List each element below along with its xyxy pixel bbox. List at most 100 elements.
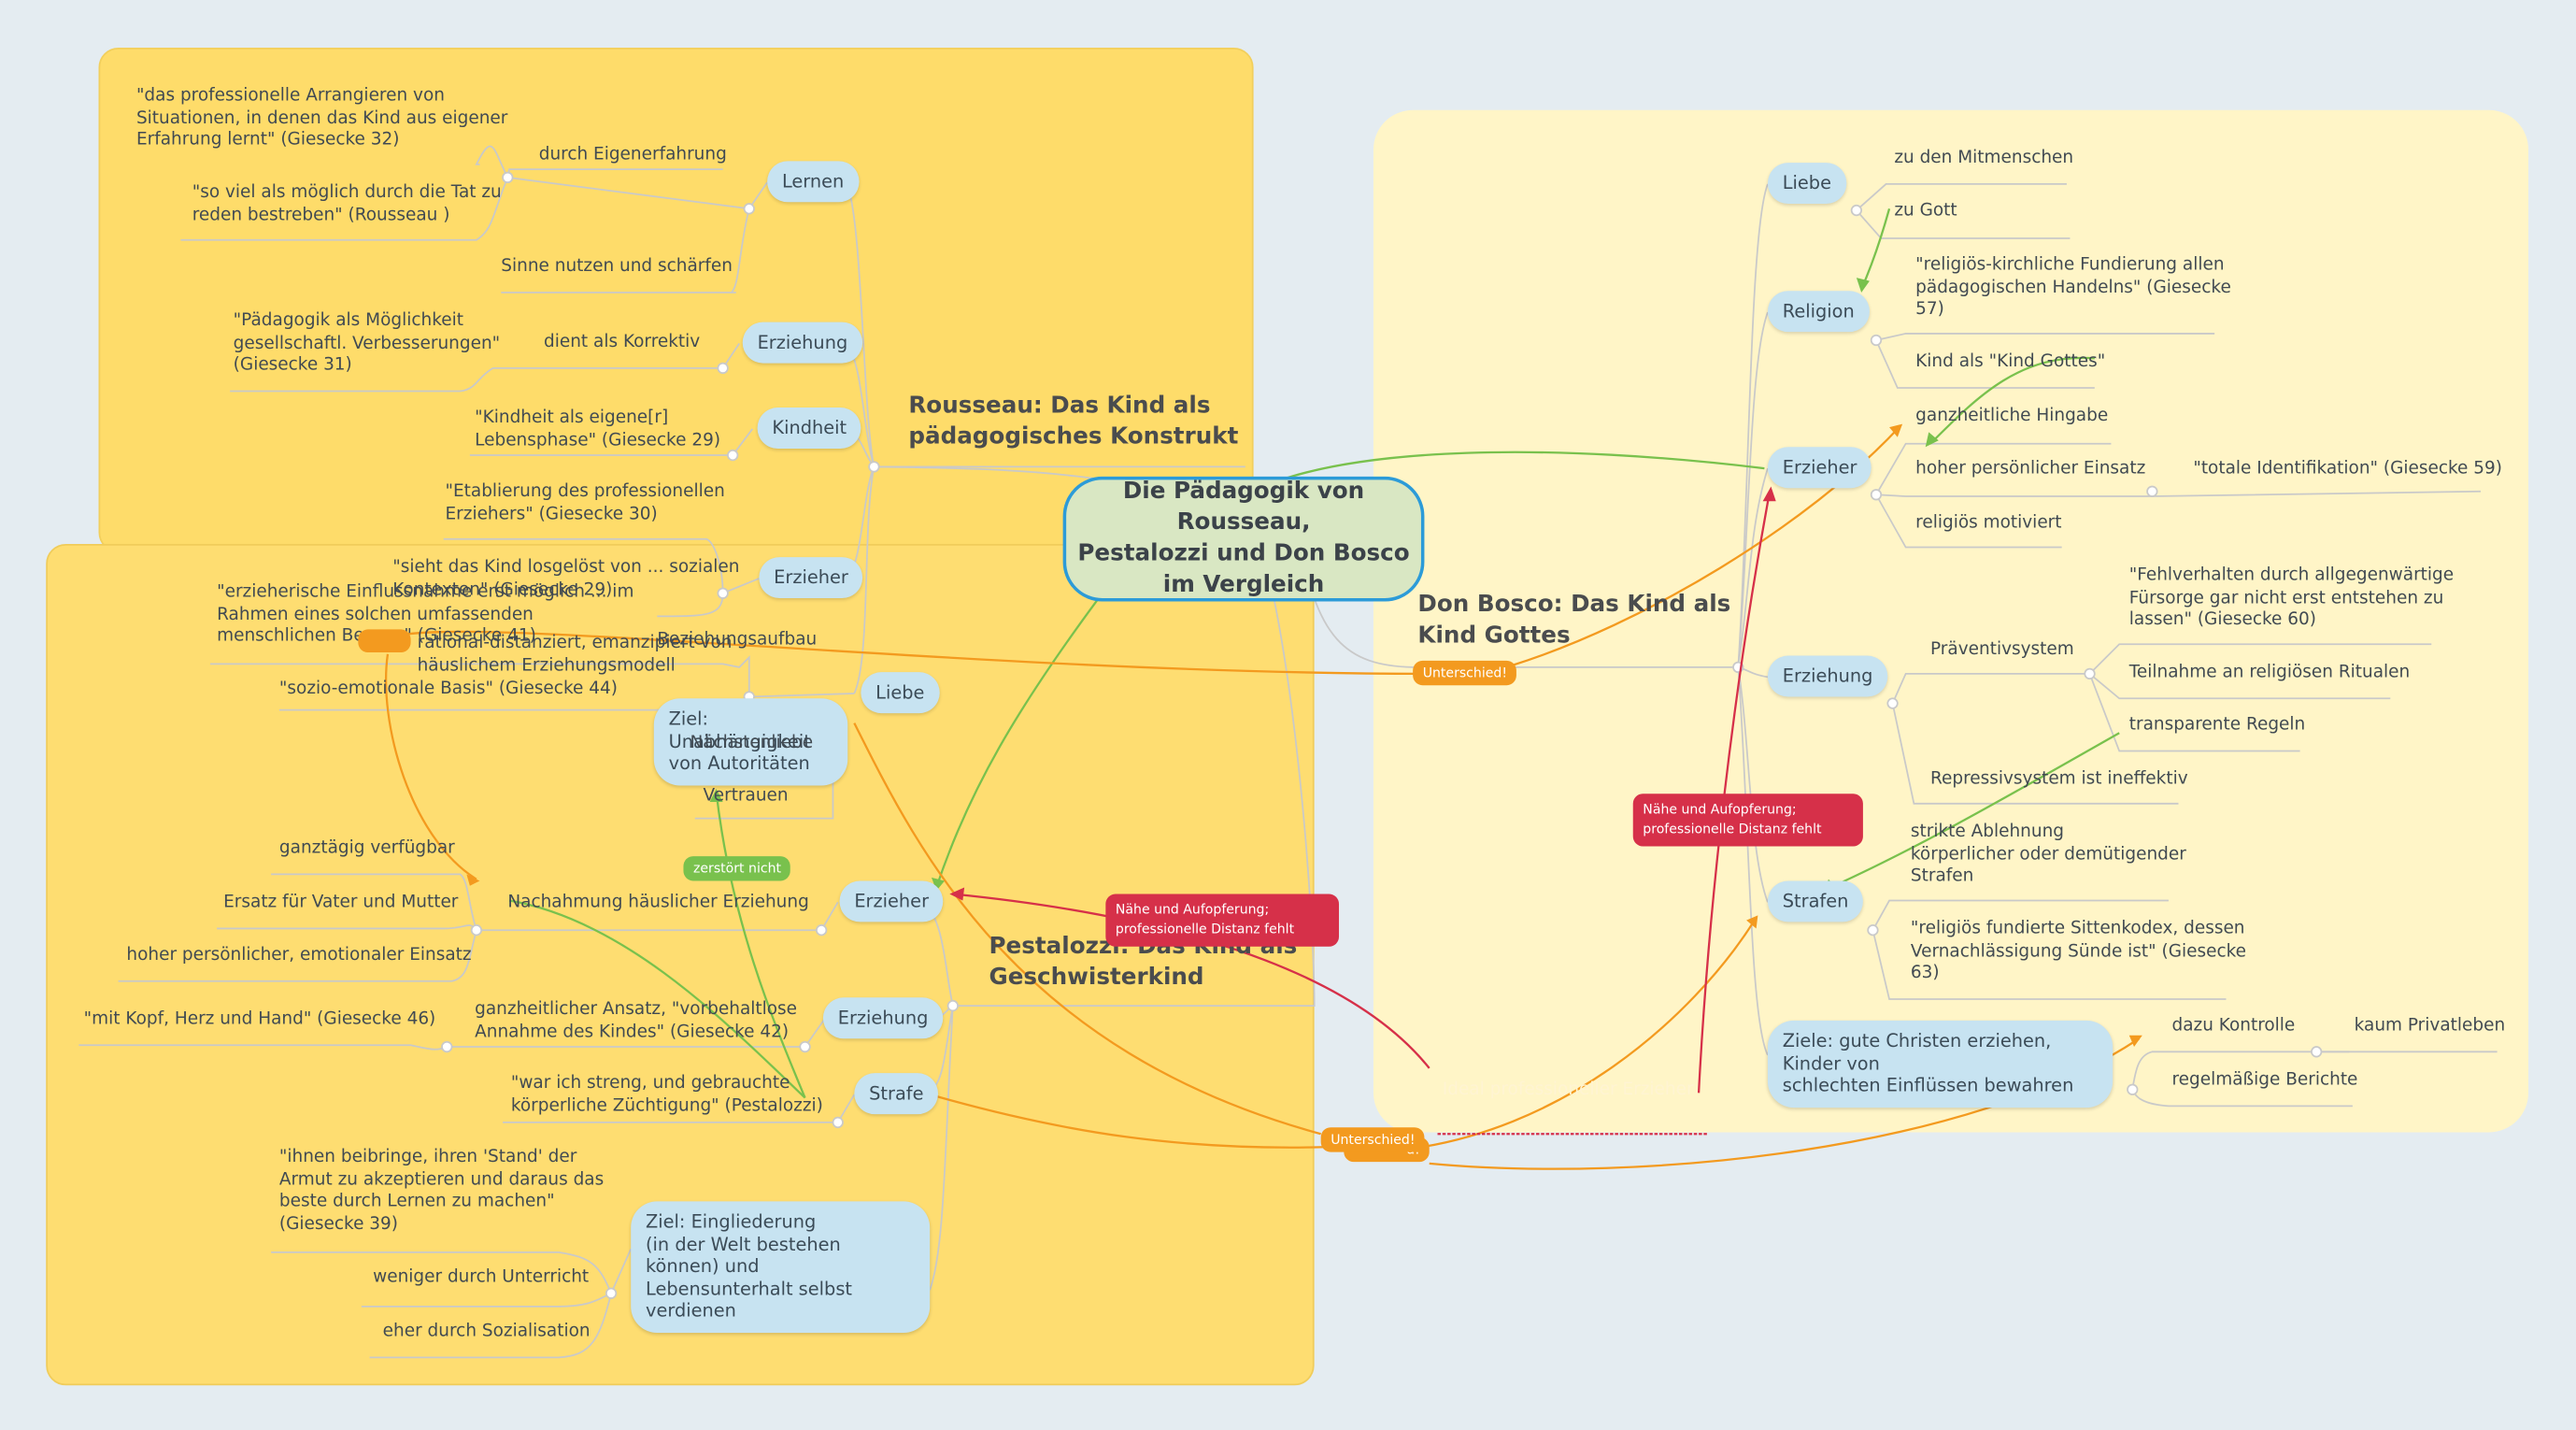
bosco-kind-gottes[interactable]: Kind als "Kind Gottes"	[1915, 351, 2106, 372]
text-line: "Pädagogik als Möglichkeit	[233, 310, 464, 331]
bosco-motiviert[interactable]: religiös motiviert	[1915, 512, 2062, 533]
pestalozzi-einsatz[interactable]: hoher persönlicher, emotionaler Einsatz	[126, 945, 472, 965]
pestalozzi-erzieher-node[interactable]: Erzieher	[839, 880, 944, 922]
rousseau-beziehungsaufbau[interactable]: Beziehungsaufbau	[657, 629, 818, 650]
pestalozzi-vertrauen[interactable]: Vertrauen	[703, 785, 789, 806]
text-line: Vernachlässigung Sünde ist" (Giesecke	[1910, 940, 2247, 961]
text-line: (in der Welt bestehen können) und	[646, 1233, 841, 1278]
text-line: (Giesecke 31)	[233, 354, 352, 375]
text-line: Erfahrung lernt" (Giesecke 32)	[135, 129, 400, 150]
central-topic-line: im Vergleich	[1162, 571, 1325, 599]
text-line: rational-distanziert, emanzipiert von	[417, 632, 733, 653]
text-line: Fürsorge gar nicht erst entstehen zu	[2128, 587, 2444, 608]
relation-label-naehe[interactable]: Nähe und Aufopferung;professionelle Dist…	[1105, 894, 1340, 947]
bosco-ziele-node[interactable]: Ziele: gute Christen erziehen, Kinder vo…	[1767, 1020, 2113, 1108]
text-line: "religiös fundierte Sittenkodex, dessen	[1910, 918, 2245, 938]
text-line: Lebensunterhalt selbst verdienen	[646, 1278, 852, 1322]
rousseau-liebe-node[interactable]: Liebe	[861, 672, 940, 714]
bosco-erziehung-node[interactable]: Erziehung	[1767, 655, 1888, 697]
bosco-identifikation[interactable]: "totale Identifikation" (Giesecke 59)	[2193, 458, 2502, 479]
pestalozzi-ersatz[interactable]: Ersatz für Vater und Mutter	[223, 892, 459, 912]
central-topic[interactable]: Die Pädagogik von Rousseau,Pestalozzi un…	[1062, 476, 1425, 602]
rousseau-eigenerfahrung[interactable]: durch Eigenerfahrung	[538, 144, 727, 164]
text-line: "Kindheit als eigene[r]	[475, 408, 669, 428]
text-line: Lebensphase" (Giesecke 29)	[475, 429, 721, 450]
bosco-regeln[interactable]: transparente Regeln	[2128, 714, 2306, 735]
bosco-strafen-node[interactable]: Strafen	[1767, 880, 1864, 922]
pestalozzi-unterricht[interactable]: weniger durch Unterricht	[373, 1266, 590, 1287]
pestalozzi-ganztaegig[interactable]: ganztägig verfügbar	[278, 837, 455, 858]
text-line: "war ich streng, und gebrauchte	[510, 1073, 790, 1094]
relation-label-stub[interactable]	[358, 629, 411, 653]
text-line: gesellschaftl. Verbesserungen"	[233, 333, 501, 353]
text-line: "so viel als möglich durch die Tat zu	[192, 182, 502, 203]
bosco-privatleben[interactable]: kaum Privatleben	[2354, 1015, 2506, 1036]
pestalozzi-sozio[interactable]: "sozio-emotionale Basis" (Giesecke 44)	[278, 679, 618, 699]
bosco-praevention[interactable]: Präventivsystem	[1930, 638, 2074, 660]
text-line: "das professionelle Arrangieren von	[135, 85, 445, 106]
bosco-rituale[interactable]: Teilnahme an religiösen Ritualen	[2128, 662, 2411, 682]
pestalozzi-title[interactable]: Pestalozzi: Das Kind alsGeschwisterkind	[989, 932, 1297, 994]
rousseau-lernen-node[interactable]: Lernen	[767, 161, 860, 203]
central-topic-line: Die Pädagogik von Rousseau,	[1122, 478, 1365, 536]
text-line: 57)	[1915, 299, 1944, 320]
rousseau-kindheit-node[interactable]: Kindheit	[757, 408, 861, 450]
bosco-kontrolle[interactable]: dazu Kontrolle	[2171, 1015, 2296, 1036]
text-line: professionelle Distanz fehlt	[1115, 922, 1295, 937]
bosco-gott[interactable]: zu Gott	[1894, 200, 1957, 221]
pestalozzi-strafe-node[interactable]: Strafe	[854, 1073, 939, 1115]
text-line: häuslichem Erziehungsmodell	[417, 654, 676, 675]
bosco-erzieher-node[interactable]: Erzieher	[1767, 447, 1872, 489]
bosco-repression[interactable]: Repressivsystem ist ineffektiv	[1930, 768, 2188, 789]
rousseau-erzieher-node[interactable]: Erzieher	[759, 557, 863, 599]
rousseau-quote-losgeloest[interactable]: "sieht das Kind losgelöst von ... sozial…	[392, 557, 739, 601]
pestalozzi-naechstenliebe[interactable]: Nächstenliebe	[690, 733, 814, 753]
text-line: Ziel: Eingliederung	[646, 1210, 817, 1233]
pestalozzi-kopf[interactable]: "mit Kopf, Herz und Hand" (Giesecke 46)	[83, 1008, 436, 1029]
bosco-region	[1373, 109, 2529, 1133]
bosco-einsatz[interactable]: hoher persönlicher Einsatz	[1915, 458, 2146, 479]
bosco-liebe-node[interactable]: Liebe	[1767, 163, 1846, 205]
rousseau-korrektiv[interactable]: dient als Korrektiv	[543, 332, 701, 352]
relation-label-zerstoert[interactable]: zerstört nicht	[683, 856, 791, 881]
text-line: "Etablierung des professionellen	[445, 481, 725, 502]
text-line: Ziel: Unabhängigkeit	[668, 708, 811, 752]
rousseau-quote-kindheit[interactable]: "Kindheit als eigene[r]Lebensphase" (Gie…	[475, 408, 720, 451]
rousseau-erziehung-node[interactable]: Erziehung	[742, 322, 863, 364]
rousseau-sinne[interactable]: Sinne nutzen und schärfen	[501, 256, 733, 277]
bosco-berichte[interactable]: regelmäßige Berichte	[2171, 1069, 2358, 1090]
pestalozzi-nachahmung[interactable]: Nachahmung häuslicher Erziehung	[507, 892, 809, 912]
relation-label-unterschied[interactable]: Unterschied!	[1413, 660, 1517, 686]
title-line: Kind Gottes	[1417, 622, 1571, 650]
bosco-religion-node[interactable]: Religion	[1767, 291, 1870, 333]
text-line: "Fehlverhalten durch allgegenwärtige	[2128, 565, 2455, 585]
bosco-hingabe[interactable]: ganzheitliche Hingabe	[1915, 406, 2109, 426]
bosco-mitmenschen[interactable]: zu den Mitmenschen	[1894, 148, 2074, 168]
text-line: strikte Ablehnung	[1910, 822, 2065, 842]
pestalozzi-sozialisation[interactable]: eher durch Sozialisation	[382, 1321, 591, 1341]
text-line: Erziehers" (Giesecke 30)	[445, 503, 658, 524]
relation-label-unterschied[interactable]: Unterschied!	[1320, 1127, 1426, 1152]
relation-label-naehe[interactable]: Nähe und Aufopferung;professionelle Dist…	[1632, 794, 1863, 847]
text-line: Ziele: gute Christen erziehen, Kinder vo…	[1782, 1030, 2052, 1075]
pestalozzi-quote-einfluss[interactable]: "erzieherische Einflussnahme erst möglic…	[217, 581, 633, 648]
pestalozzi-erziehung-node[interactable]: Erziehung	[822, 997, 944, 1039]
pestalozzi-ziel-node[interactable]: Ziel: Eingliederung(in der Welt bestehen…	[631, 1201, 931, 1333]
text-line: Strafen	[1910, 865, 1974, 886]
